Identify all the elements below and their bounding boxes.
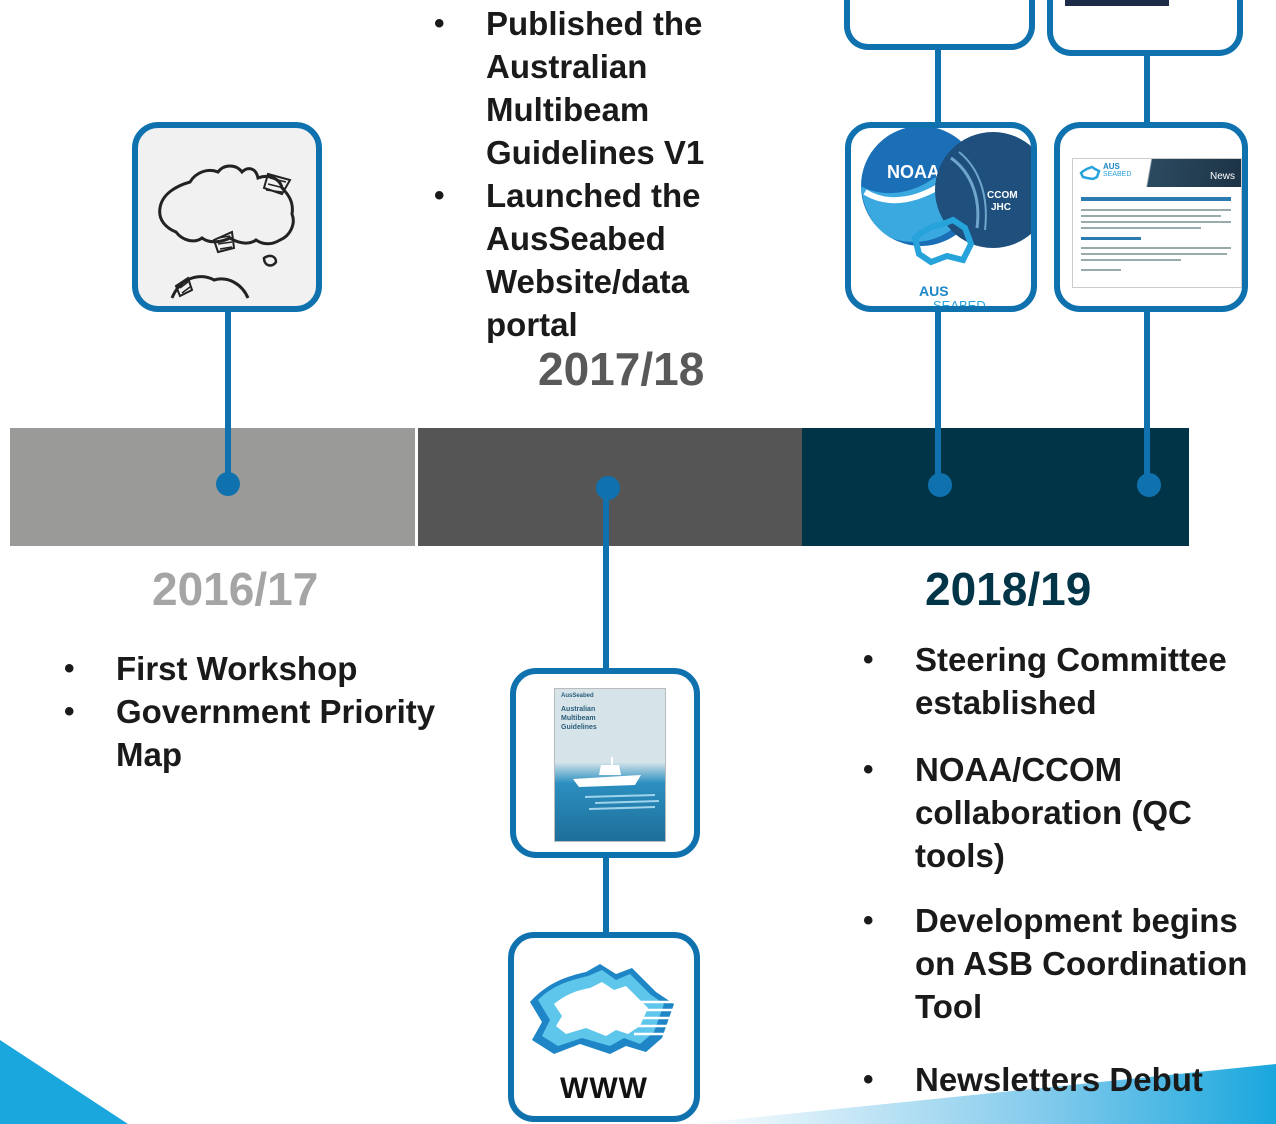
milestone-item: First Workshop bbox=[58, 647, 438, 690]
coordination-tool-image bbox=[1047, 0, 1243, 56]
newsletter-line bbox=[1081, 253, 1227, 255]
newsletter-line bbox=[1081, 221, 1231, 223]
steering-committee-image bbox=[844, 0, 1035, 50]
milestone-item: Launched the AusSeabed Website/data port… bbox=[428, 174, 738, 346]
cover-page: AusSeabed Australian Multibeam Guideline… bbox=[554, 688, 666, 842]
noaa-ccom-logo-image: NOAA CCOM JHC AUS SEABED bbox=[845, 122, 1037, 312]
milestone-item: NOAA/CCOM collaboration (QC tools) bbox=[857, 748, 1276, 877]
milestone-item: Steering Committee established bbox=[857, 638, 1276, 724]
newsletter-header bbox=[1073, 159, 1241, 187]
newsletter-line bbox=[1081, 269, 1121, 271]
milestone-item: Newsletters Debut bbox=[857, 1058, 1276, 1101]
connector-line-2018-a bbox=[935, 306, 941, 482]
newsletter-news: News bbox=[1209, 171, 1235, 182]
cover-org: AusSeabed bbox=[561, 693, 594, 699]
guidelines-cover-image: AusSeabed Australian Multibeam Guideline… bbox=[510, 668, 700, 858]
noaa-ccom-logo-icon: NOAA CCOM JHC AUS SEABED bbox=[861, 128, 1031, 306]
milestones-2016: First Workshop Government Priority Map bbox=[58, 647, 438, 776]
seabed-text: SEABED bbox=[933, 298, 986, 306]
ausseabed-logo-icon bbox=[530, 964, 676, 1054]
newsletter-line bbox=[1081, 215, 1221, 217]
newsletter-line bbox=[1081, 197, 1231, 201]
newsletter-line bbox=[1081, 237, 1141, 240]
year-label-2016: 2016/17 bbox=[152, 563, 319, 615]
newsletter-page: AUS SEABED News bbox=[1072, 158, 1242, 288]
website-image: WWW bbox=[508, 932, 700, 1122]
ausseabed-small-icon bbox=[1079, 165, 1101, 181]
cover-title: Australian Multibeam Guidelines bbox=[561, 706, 597, 731]
newsletter-image: AUS SEABED News bbox=[1054, 122, 1248, 312]
timeline-marker-2017 bbox=[596, 476, 620, 500]
milestones-2018: Steering Committee established NOAA/CCOM… bbox=[857, 638, 1276, 1101]
connector-line-2017-a bbox=[603, 488, 609, 674]
newsletter-line bbox=[1081, 227, 1201, 229]
timeline-marker-2018-a bbox=[928, 473, 952, 497]
timeline-segment-2018 bbox=[802, 428, 1189, 546]
connector-line-2018-a-top bbox=[935, 44, 941, 126]
timeline-marker-2018-b bbox=[1137, 473, 1161, 497]
survey-ship-icon bbox=[573, 757, 660, 810]
timeline-marker-2016 bbox=[216, 472, 240, 496]
jhc-text: JHC bbox=[991, 202, 1011, 213]
corner-decoration-left bbox=[0, 1040, 128, 1124]
newsletter-line bbox=[1081, 247, 1231, 249]
milestone-item: Development begins on ASB Coordination T… bbox=[857, 899, 1276, 1028]
ccom-text: CCOM bbox=[987, 190, 1018, 201]
connector-line-2018-b-top bbox=[1144, 50, 1150, 126]
newsletter-line bbox=[1081, 209, 1231, 211]
noaa-text: NOAA bbox=[887, 162, 940, 182]
screenshot-strip bbox=[1065, 0, 1169, 6]
newsletter-seabed: SEABED bbox=[1103, 171, 1132, 178]
year-label-2018: 2018/19 bbox=[925, 563, 1092, 615]
aus-text: AUS bbox=[919, 283, 949, 299]
connector-line-2018-b bbox=[1144, 308, 1150, 482]
www-label: WWW bbox=[560, 1072, 648, 1105]
year-label-2017: 2017/18 bbox=[538, 343, 705, 395]
milestones-2017: Published the Australian Multibeam Guide… bbox=[428, 2, 738, 346]
australia-outline-icon bbox=[158, 164, 295, 299]
newsletter-line bbox=[1081, 259, 1181, 261]
connector-line-2017-b bbox=[603, 852, 609, 936]
priority-map-image bbox=[132, 122, 322, 312]
milestone-item: Government Priority Map bbox=[58, 690, 438, 776]
timeline-segment-2016 bbox=[10, 428, 415, 546]
newsletter-aus: AUS bbox=[1103, 162, 1120, 171]
milestone-item: Published the Australian Multibeam Guide… bbox=[428, 2, 738, 174]
connector-line-2016 bbox=[225, 308, 231, 484]
